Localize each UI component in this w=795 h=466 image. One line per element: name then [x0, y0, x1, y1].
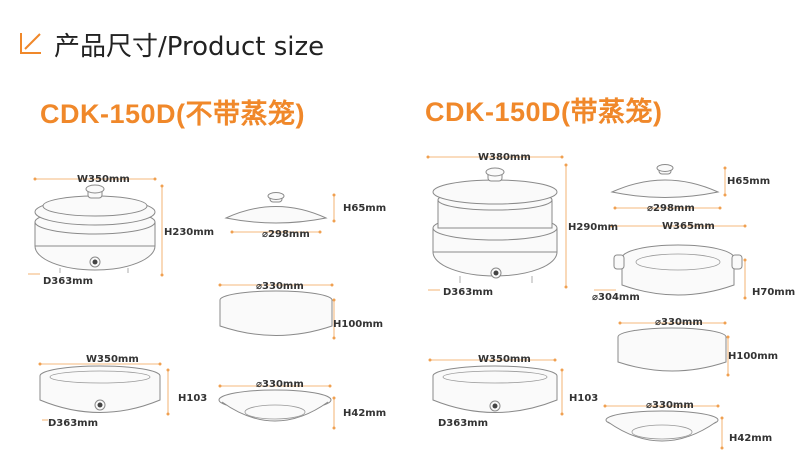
left-base-diameter: D363mm — [48, 418, 99, 429]
right-pot-drawing — [432, 167, 558, 283]
right-bowl-height: H100mm — [728, 351, 779, 362]
left-tray-diameter: ⌀330mm — [256, 379, 304, 390]
left-pot-height: H230mm — [164, 227, 215, 238]
left-tray-height: H42mm — [343, 408, 387, 419]
right-pot-diameter: D363mm — [443, 287, 494, 298]
right-tray-drawing — [603, 404, 724, 450]
right-base-width: W350mm — [478, 354, 531, 365]
left-pot-drawing — [34, 184, 156, 273]
right-lid-diameter: ⌀298mm — [647, 203, 695, 214]
right-steamer-height: H70mm — [752, 287, 795, 298]
right-lid-drawing — [610, 164, 727, 210]
left-lid-drawing — [224, 192, 336, 234]
left-bowl-drawing — [218, 283, 336, 340]
ruler-corner-icon — [20, 33, 41, 54]
left-lid-diameter: ⌀298mm — [262, 229, 310, 240]
right-pot-height: H290mm — [568, 222, 619, 233]
left-pot-diameter: D363mm — [43, 276, 94, 287]
right-bowl-diameter: ⌀330mm — [655, 317, 703, 328]
right-lid-height: H65mm — [727, 176, 771, 187]
right-model-title: CDK-150D(带蒸笼) — [425, 97, 663, 127]
right-steamer-drawing — [594, 224, 747, 300]
left-base-drawing — [38, 362, 170, 421]
left-base-width: W350mm — [86, 354, 139, 365]
right-base-height: H103 — [569, 393, 599, 404]
right-tray-height: H42mm — [729, 433, 773, 444]
left-pot-width: W350mm — [77, 174, 130, 185]
left-tray-drawing — [218, 384, 336, 430]
right-pot-width: W380mm — [478, 152, 531, 163]
left-pot-dims — [28, 177, 164, 277]
right-steamer-diameter: ⌀304mm — [592, 292, 640, 303]
right-tray-diameter: ⌀330mm — [646, 400, 694, 411]
left-lid-height: H65mm — [343, 203, 387, 214]
right-base-diameter: D363mm — [438, 418, 489, 429]
page-title: 产品尺寸/Product size — [54, 32, 325, 62]
right-bowl-drawing — [617, 321, 730, 377]
right-steamer-width: W365mm — [662, 221, 715, 232]
left-bowl-diameter: ⌀330mm — [256, 281, 304, 292]
right-base-drawing — [428, 358, 564, 416]
left-bowl-height: H100mm — [333, 319, 384, 330]
left-model-title: CDK-150D(不带蒸笼) — [40, 99, 306, 129]
left-base-height: H103 — [178, 393, 208, 404]
right-pot-dims — [426, 155, 568, 291]
